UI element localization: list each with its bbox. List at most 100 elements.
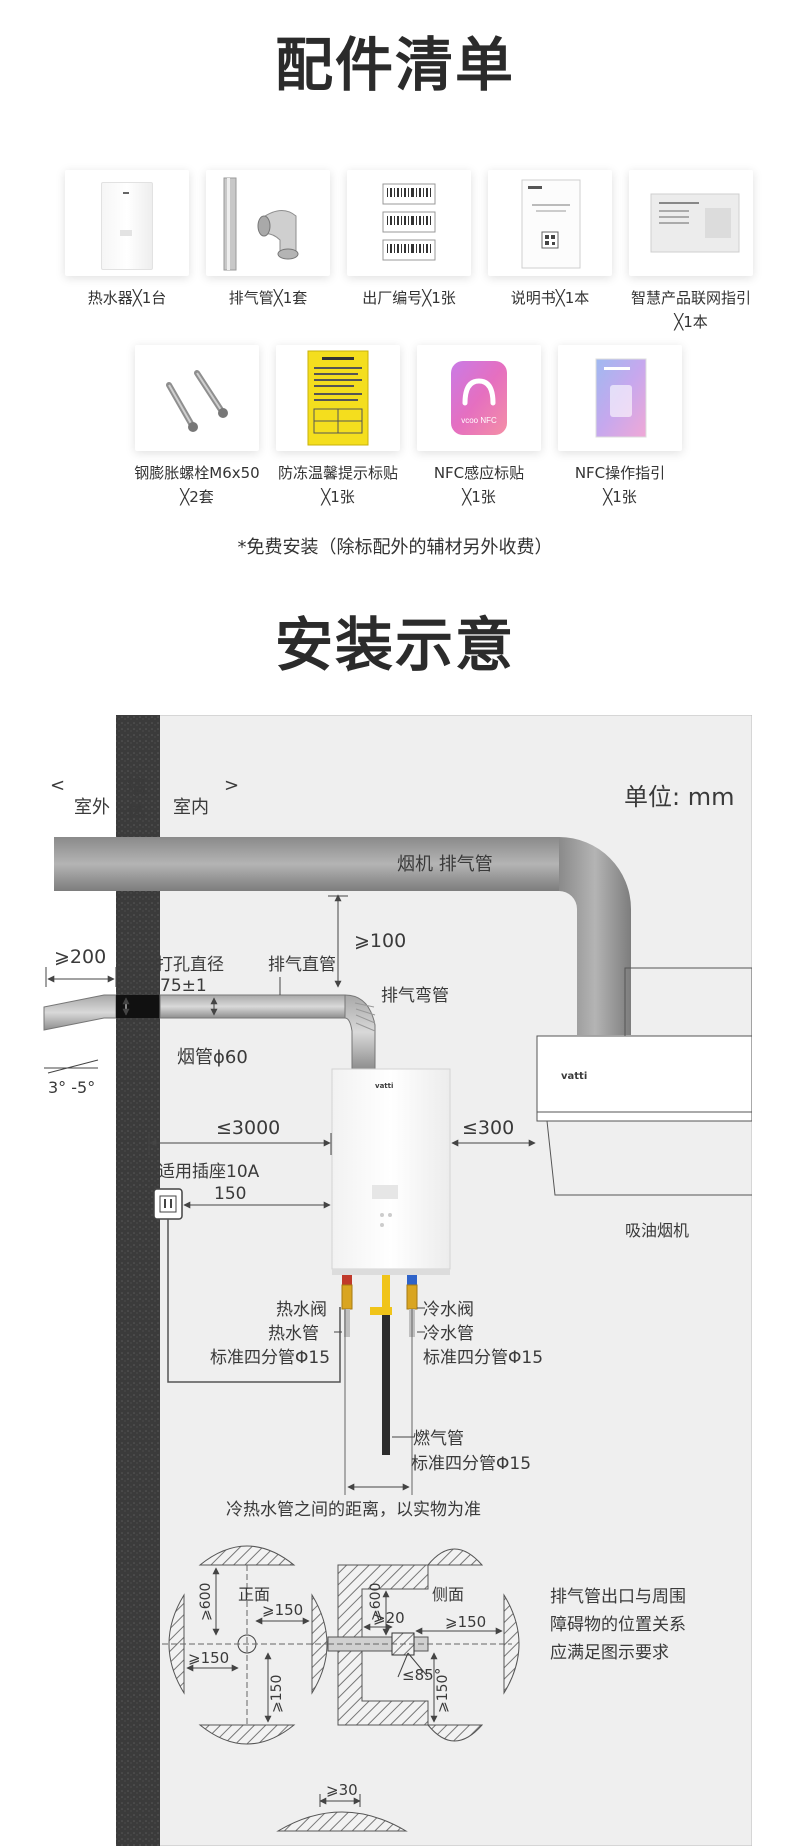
hood-label: 吸油烟机 bbox=[625, 1221, 689, 1240]
serial-label-image bbox=[347, 170, 471, 276]
hood-duct bbox=[54, 837, 559, 891]
dim-ge100: ⩾100 bbox=[354, 930, 406, 952]
accessory-antifreeze-sticker: 防冻温馨提示标贴 ╳1张 bbox=[276, 345, 400, 509]
front-top-obstacle bbox=[198, 1545, 296, 1566]
accessory-label: 热水器╳1台 bbox=[87, 289, 167, 307]
front-bottom-obstacle bbox=[198, 1724, 296, 1745]
elbow-pipe-label: 排气弯管 bbox=[381, 986, 449, 1006]
outdoor-area bbox=[42, 715, 116, 1846]
svg-text:>: > bbox=[224, 775, 239, 796]
distance-note: 冷热水管之间的距离，以实物为准 bbox=[226, 1500, 481, 1520]
socket-icon bbox=[153, 1188, 183, 1220]
accessory-qty: ╳1张 bbox=[321, 488, 355, 506]
accessory-expansion-bolt: 钢膨胀螺栓M6x50 ╳2套 bbox=[134, 345, 260, 509]
label-outdoor: 室外 bbox=[74, 797, 110, 818]
front-dim-150b: ⩾150 bbox=[188, 1649, 229, 1667]
dim-le300: ≤300 bbox=[462, 1117, 514, 1139]
accessory-qty: ╳1张 bbox=[603, 488, 637, 506]
accessory-label: 说明书╳1本 bbox=[510, 289, 590, 307]
power-cable bbox=[167, 1219, 341, 1383]
gas-std-pipe-label: 标准四分管Φ15 bbox=[411, 1454, 531, 1474]
accessory-label: 出厂编号╳1张 bbox=[362, 289, 456, 307]
label-indoor: 室内 bbox=[173, 797, 209, 818]
accessory-qty: ╳1张 bbox=[462, 488, 496, 506]
side-dim-150b: ⩾150 bbox=[435, 1675, 451, 1713]
flue-label: 烟管ϕ60 bbox=[177, 1047, 248, 1068]
side-wall-bracket bbox=[337, 1564, 429, 1726]
socket-label: 适用插座10A bbox=[158, 1162, 260, 1182]
hole-diameter-value: 75±1 bbox=[160, 976, 207, 996]
hood-duct-elbow bbox=[559, 837, 631, 1035]
accessory-nfc-guide: NFC操作指引 ╳1张 bbox=[558, 345, 682, 509]
front-view-label: 正面 bbox=[238, 1585, 270, 1604]
accessory-network-guide: 智慧产品联网指引 ╳1本 bbox=[629, 170, 753, 334]
diagram-background bbox=[42, 715, 752, 1846]
expansion-bolt-image bbox=[135, 345, 259, 451]
water-heater bbox=[331, 1068, 451, 1270]
warning-sticker-icon bbox=[307, 350, 369, 446]
nfc-guide-icon bbox=[595, 358, 647, 438]
exhaust-pipe-image bbox=[206, 170, 330, 276]
hole-diameter-label: 打孔直径 bbox=[156, 955, 224, 975]
hot-pipe-label: 热水管 bbox=[268, 1324, 319, 1344]
nfc-logo-icon: vcoo NFC bbox=[451, 361, 507, 435]
free-install-note: *免费安装（除标配外的辅材另外收费） bbox=[237, 537, 553, 558]
cold-valve-label: 冷水阀 bbox=[423, 1300, 474, 1320]
accessory-label: 钢膨胀螺栓M6x50 bbox=[134, 464, 260, 482]
accessory-qty: ╳2套 bbox=[180, 488, 214, 506]
accessory-label: NFC操作指引 bbox=[574, 464, 666, 482]
accessory-label: NFC感应标贴 bbox=[433, 464, 525, 482]
nfc-sticker-image: vcoo NFC bbox=[417, 345, 541, 451]
bolt-icon bbox=[166, 370, 228, 432]
hot-std-pipe-label: 标准四分管Φ15 bbox=[210, 1348, 330, 1368]
gas-connector bbox=[382, 1275, 390, 1315]
accessory-label: 排气管╳1套 bbox=[228, 289, 308, 307]
requirement-line-1: 排气管出口与周围 bbox=[550, 1587, 686, 1607]
water-heater-image bbox=[65, 170, 189, 276]
hood-canopy bbox=[546, 1120, 752, 1196]
accessory-serial-number: 出厂编号╳1张 bbox=[347, 170, 471, 310]
gas-pipe bbox=[382, 1315, 390, 1455]
bottom-dim-30: ⩾30 bbox=[326, 1781, 358, 1799]
side-top-obstacle bbox=[426, 1548, 484, 1566]
front-dim-150c: ⩾150 bbox=[269, 1675, 285, 1713]
bottom-obstacle bbox=[276, 1811, 408, 1832]
dim-socket-150: 150 bbox=[214, 1184, 246, 1204]
front-dim-150a: ⩾150 bbox=[262, 1601, 303, 1619]
manual-icon bbox=[521, 179, 581, 269]
svg-text:<: < bbox=[50, 775, 65, 796]
accessory-water-heater: 热水器╳1台 bbox=[65, 170, 189, 310]
side-bottom-obstacle bbox=[426, 1724, 484, 1742]
unit-label: 单位: mm bbox=[624, 783, 734, 811]
guide-card-icon bbox=[650, 193, 740, 253]
network-guide-image bbox=[629, 170, 753, 276]
accessory-label: 智慧产品联网指引 bbox=[630, 289, 751, 307]
side-dim-150a: ⩾150 bbox=[445, 1613, 486, 1631]
dim-ge200: ⩾200 bbox=[54, 946, 106, 968]
wall bbox=[116, 715, 160, 1846]
antifreeze-sticker-image bbox=[276, 345, 400, 451]
gas-pipe-label: 燃气管 bbox=[413, 1429, 464, 1449]
accessories-title: 配件清单 bbox=[274, 31, 515, 99]
label-wall-2: 体 bbox=[127, 801, 146, 823]
hood-brand: vatti bbox=[561, 1071, 587, 1082]
installation-diagram: < > 室外 墙 体 室内 单位: mm 烟机 排气管 vatti 吸油烟机 ⩾… bbox=[42, 715, 752, 1846]
barcode-icon bbox=[382, 183, 436, 261]
cold-std-pipe-label: 标准四分管Φ15 bbox=[423, 1348, 543, 1368]
dim-le3000: ≤3000 bbox=[216, 1117, 280, 1139]
heater-display bbox=[372, 1185, 398, 1199]
accessory-label: 防冻温馨提示标贴 bbox=[277, 464, 398, 482]
flue-wall-section bbox=[116, 995, 160, 1018]
side-dim-20: ⩾20 bbox=[373, 1609, 405, 1627]
requirement-line-3: 应满足图示要求 bbox=[550, 1643, 669, 1663]
accessory-nfc-sticker: vcoo NFC NFC感应标贴 ╳1张 bbox=[417, 345, 541, 509]
requirement-line-2: 障碍物的位置关系 bbox=[550, 1615, 686, 1635]
range-hood bbox=[536, 1035, 752, 1122]
flue-straight-pipe bbox=[159, 994, 346, 1019]
side-dim-600: ⩾600 bbox=[368, 1583, 384, 1621]
straight-pipe-label: 排气直管 bbox=[268, 955, 336, 975]
hood-duct-label: 烟机 排气管 bbox=[397, 854, 493, 875]
manual-image bbox=[488, 170, 612, 276]
front-dim-600: ⩾600 bbox=[198, 1583, 214, 1621]
nfc-guide-image bbox=[558, 345, 682, 451]
